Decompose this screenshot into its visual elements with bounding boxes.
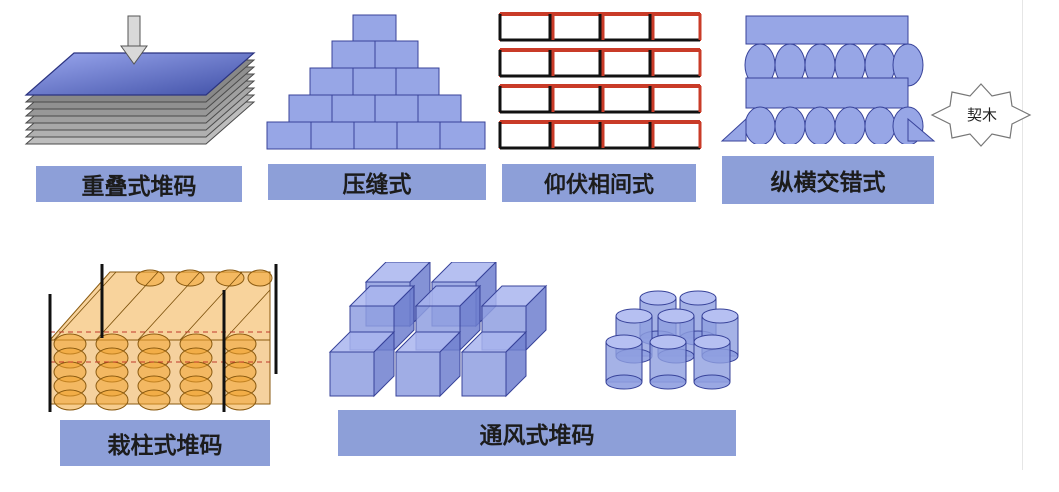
brick (288, 94, 333, 123)
brick (331, 94, 376, 123)
brick (417, 94, 462, 123)
brick (374, 94, 419, 123)
stacked-sheets-illustration (24, 15, 256, 145)
ventilated-label: 通风式堆码 (338, 410, 736, 456)
wedge-left (720, 117, 747, 142)
brick (309, 67, 354, 96)
pillar-posts (48, 264, 278, 412)
brick (395, 67, 440, 96)
brick (353, 121, 398, 150)
crisscross-illustration (720, 15, 936, 144)
wedge-callout-star (930, 83, 1032, 147)
brick (310, 121, 355, 150)
cylinder-bundle (48, 269, 273, 411)
brick (352, 67, 397, 96)
down-arrow-icon (120, 15, 148, 65)
pillar-label: 栽柱式堆码 (60, 420, 270, 466)
brick (266, 121, 312, 150)
cube (329, 331, 395, 397)
ventilated-cylinders-illustration (605, 290, 739, 390)
cube (461, 331, 527, 397)
grid-row (498, 12, 702, 42)
ventilated-cubes-illustration (329, 262, 547, 397)
brick (396, 121, 441, 150)
wedge-callout-text: 契木 (966, 106, 997, 124)
sheet-stack (24, 52, 256, 145)
cylinder (605, 334, 643, 390)
cube (395, 331, 461, 397)
staggered-bricks-illustration (266, 14, 486, 150)
board (745, 15, 909, 45)
cylinder (649, 334, 687, 390)
dashed-guides (50, 331, 270, 363)
pillar-stacking-illustration (48, 264, 278, 412)
brick (331, 40, 376, 69)
cylinder (693, 334, 731, 390)
staggered-label: 压缝式 (268, 164, 486, 200)
alternating-label: 仰伏相间式 (502, 164, 696, 202)
page-edge-divider (1022, 0, 1023, 470)
brick (374, 40, 419, 69)
crisscross-label: 纵横交错式 (722, 156, 934, 204)
stacked-label: 重叠式堆码 (36, 166, 242, 202)
board (745, 77, 909, 109)
brick (352, 14, 397, 42)
alternating-grid-illustration (498, 12, 702, 150)
wedge-right (907, 117, 936, 142)
brick (439, 121, 486, 150)
